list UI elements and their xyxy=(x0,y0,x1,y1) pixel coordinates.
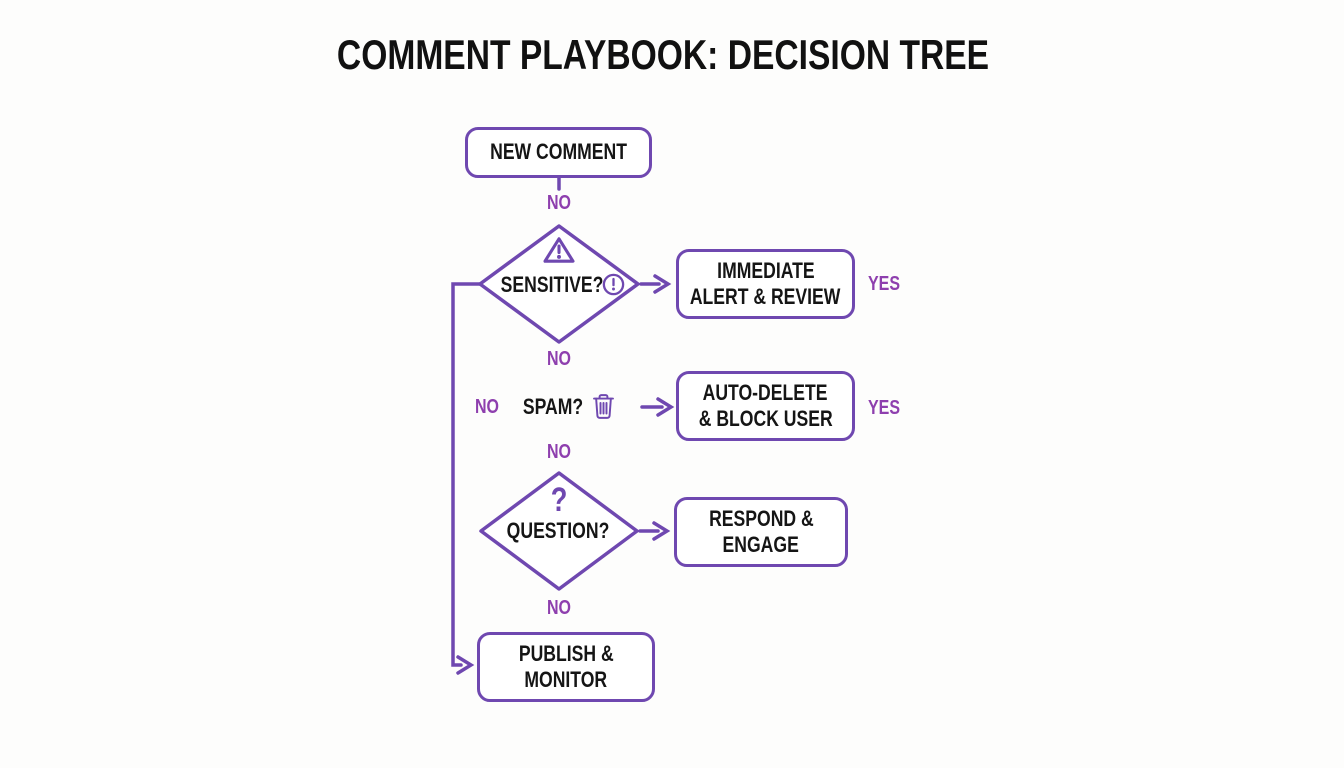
decision-diamond-sensitive xyxy=(478,224,640,344)
node-publish-monitor: PUBLISH & MONITOR xyxy=(477,632,655,702)
page-title-text: COMMENT PLAYBOOK: DECISION TREE xyxy=(336,31,990,78)
edge-label-start-no: NO xyxy=(544,193,574,213)
node-new-comment-label: NEW COMMENT xyxy=(490,139,627,165)
node-question-label: QUESTION? xyxy=(506,518,610,543)
node-immediate-alert-review: IMMEDIATE ALERT & REVIEW xyxy=(676,249,855,319)
node-spam-label-wrap: SPAM? xyxy=(515,396,590,418)
edge-label-bypass-no-text: NO xyxy=(475,396,499,418)
edge-label-sensitive-no: NO xyxy=(544,349,574,369)
edge-label-spam-yes: YES xyxy=(864,398,904,418)
arrowhead-into-respond-icon xyxy=(652,521,671,541)
node-publish-line2: MONITOR xyxy=(524,667,608,692)
node-new-comment: NEW COMMENT xyxy=(465,127,652,178)
node-immediate-line1: IMMEDIATE xyxy=(716,257,815,283)
edge-label-spam-no-text: NO xyxy=(547,441,571,463)
alert-circle-icon xyxy=(602,273,625,296)
node-autodelete-line1: AUTO-DELETE xyxy=(703,379,828,405)
node-immediate-line2: ALERT & REVIEW xyxy=(690,284,841,309)
question-mark-icon: ? xyxy=(549,483,570,517)
warning-triangle-icon xyxy=(543,237,575,263)
node-publish-line1: PUBLISH & xyxy=(518,640,614,666)
node-sensitive-label: SENSITIVE? xyxy=(500,272,604,297)
edge-label-spam-no: NO xyxy=(544,442,574,462)
node-autodelete-line2: & BLOCK USER xyxy=(698,406,833,431)
decision-diamond-question xyxy=(479,471,639,591)
edge-label-sensitive-yes: YES xyxy=(864,274,904,294)
arrowhead-into-publish-icon xyxy=(456,655,475,675)
page-title: COMMENT PLAYBOOK: DECISION TREE xyxy=(255,31,1070,78)
question-mark-glyph: ? xyxy=(550,481,568,519)
node-respond-line2: ENGAGE xyxy=(722,532,800,557)
edge-label-sensitive-no-text: NO xyxy=(547,348,571,370)
arrowhead-into-autodelete-icon xyxy=(656,397,675,417)
node-respond-line1: RESPOND & xyxy=(708,505,814,531)
edge-label-sensitive-yes-text: YES xyxy=(867,273,901,295)
node-respond-engage: RESPOND & ENGAGE xyxy=(674,497,848,567)
arrowhead-into-immediate-icon xyxy=(653,274,672,294)
node-sensitive-label-wrap: SENSITIVE? xyxy=(488,274,616,296)
edge-label-bypass-no: NO xyxy=(472,397,502,417)
edge-label-question-no: NO xyxy=(544,598,574,618)
node-spam-label: SPAM? xyxy=(522,394,584,419)
edge-label-spam-yes-text: YES xyxy=(867,397,901,419)
node-question-label-wrap: QUESTION? xyxy=(494,520,622,542)
edge-bypass-no-path xyxy=(451,282,482,667)
edge-label-question-no-text: NO xyxy=(547,597,571,619)
node-auto-delete-block-user: AUTO-DELETE & BLOCK USER xyxy=(676,371,855,441)
trash-icon xyxy=(593,394,614,419)
edge-label-start-no-text: NO xyxy=(547,192,571,214)
